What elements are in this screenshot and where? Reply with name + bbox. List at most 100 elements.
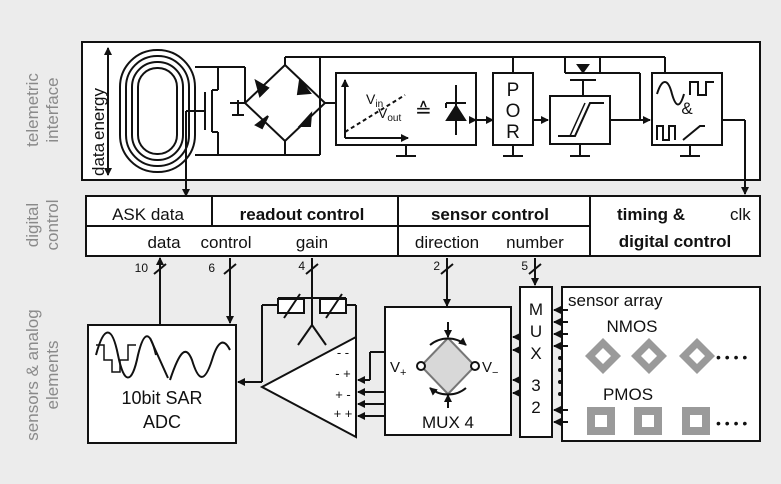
pmos-sensor-2 (634, 407, 662, 435)
vout-main: V (378, 105, 388, 121)
sensor-array-title: sensor array (568, 291, 663, 310)
side-label-telemetric-line1: telemetric (23, 73, 42, 147)
vplus-sub: + (400, 367, 406, 379)
pmos-more-dots: • • • • (716, 415, 747, 431)
data-bus-label: data (147, 233, 181, 252)
pmos-sensor-3 (682, 407, 710, 435)
nmos-sensor-3 (679, 338, 715, 374)
regulator-vout-label: Vout (378, 105, 401, 124)
bus-control-6: 6 (208, 258, 237, 324)
mux32-to-mux4-wires (512, 333, 520, 397)
gain-bus-label: gain (296, 233, 328, 252)
adc-digital-wave (169, 341, 231, 381)
adc-slash (149, 337, 169, 379)
bus-width-6: 6 (208, 261, 215, 275)
mux32-block (519, 286, 553, 438)
por-letter-p: P (507, 80, 520, 101)
side-label-sensors: sensors & analog elements (23, 309, 62, 440)
mux32-digit-3: 3 (531, 376, 540, 395)
adc-label-line2: ADC (143, 412, 181, 432)
bus-data-10: 10 (135, 257, 167, 325)
ramp-wave-icon (682, 125, 705, 141)
bus-width-2: 2 (433, 259, 440, 273)
mux32-letter-m: M (529, 300, 543, 319)
vminus-sub: − (492, 367, 498, 379)
bus-width-5: 5 (521, 259, 528, 273)
bus-width-4: 4 (298, 259, 305, 273)
sensor-array-to-mux32-wires (553, 306, 568, 426)
bus-gain-4: 4 (298, 258, 319, 285)
adc-sine-icon (95, 331, 157, 379)
bus-width-10: 10 (135, 261, 149, 275)
vplus-label: V+ (390, 359, 406, 379)
side-label-digital-line1: digital (23, 203, 42, 247)
sine-wave-icon (656, 81, 685, 106)
sensor-control-label: sensor control (431, 205, 549, 224)
side-label-sensors-line1: sensors & analog (23, 309, 42, 440)
por-ground (503, 145, 523, 157)
vminus-label: V− (482, 359, 498, 379)
coil-antenna (119, 49, 218, 173)
coil-energy-label: energy (89, 88, 108, 140)
digital-control-label: digital control (619, 232, 731, 251)
zener-diode-symbol (445, 85, 467, 135)
coil-data-label: data (89, 142, 108, 176)
rectifier-bridge (218, 63, 336, 156)
por-letter-r: R (506, 122, 520, 143)
side-label-telemetric-line2: interface (43, 77, 62, 142)
adc-label-line1: 10bit SAR (121, 388, 202, 408)
amp-input-2: - + (335, 366, 351, 381)
bus-direction-2: 2 (433, 258, 454, 307)
regulator-approx-symbol: ≙ (415, 100, 432, 122)
amp-input-1: - - (337, 345, 349, 360)
side-label-telemetric: telemetric interface (23, 73, 62, 147)
readout-control-label: readout control (240, 205, 365, 224)
clk-label: clk (730, 205, 751, 224)
mux32-letter-u: U (530, 322, 542, 341)
por-block (492, 72, 534, 146)
switch-transistor (564, 57, 640, 96)
number-bus-label: number (506, 233, 564, 252)
control-bus-label: control (200, 233, 251, 252)
vminus-main: V (482, 359, 492, 376)
vin-sub: in (375, 99, 383, 110)
pmos-sensor-1 (587, 407, 615, 435)
vout-sub: out (387, 113, 401, 124)
mux4-sensor-symbol (416, 322, 480, 408)
nmos-label: NMOS (607, 317, 658, 336)
regulator-ground (396, 145, 416, 157)
sensor-array-vertical-dots (558, 356, 562, 396)
mux4-to-amp-wires (357, 351, 385, 420)
mux4-label: MUX 4 (422, 413, 474, 432)
gain-resistor-network (277, 285, 357, 346)
bus-number-5: 5 (521, 258, 542, 286)
nmos-sensor-2 (631, 338, 667, 374)
instrumentation-amplifier (259, 335, 357, 439)
modulation-transistor (182, 67, 219, 197)
regulator-graph (341, 79, 409, 142)
direction-bus-label: direction (415, 233, 479, 252)
schmitt-trigger-curve (558, 102, 604, 137)
clock-amp-symbol: & (681, 99, 693, 118)
vin-main: V (366, 91, 376, 107)
mux32-digit-2: 2 (531, 398, 540, 417)
amp-input-4: + + (334, 406, 353, 421)
pmos-label: PMOS (603, 385, 653, 404)
pulse-wave-icon (656, 125, 676, 141)
energy-label: energy (89, 88, 108, 140)
side-label-digital: digital control (23, 199, 62, 250)
nmos-sensor-1 (585, 338, 621, 374)
adc-block (87, 324, 237, 444)
schmitt-ground (570, 144, 590, 157)
square-wave-icon (689, 81, 714, 96)
amp-input-3: + - (335, 387, 351, 402)
regulator-block (335, 72, 477, 146)
timing-label: timing & (617, 205, 685, 224)
nmos-more-dots: • • • • (716, 349, 747, 365)
clock-ground (680, 145, 700, 157)
side-label-sensors-line2: elements (43, 341, 62, 410)
ask-data-label: ASK data (112, 205, 184, 224)
por-letter-o: O (506, 101, 521, 122)
